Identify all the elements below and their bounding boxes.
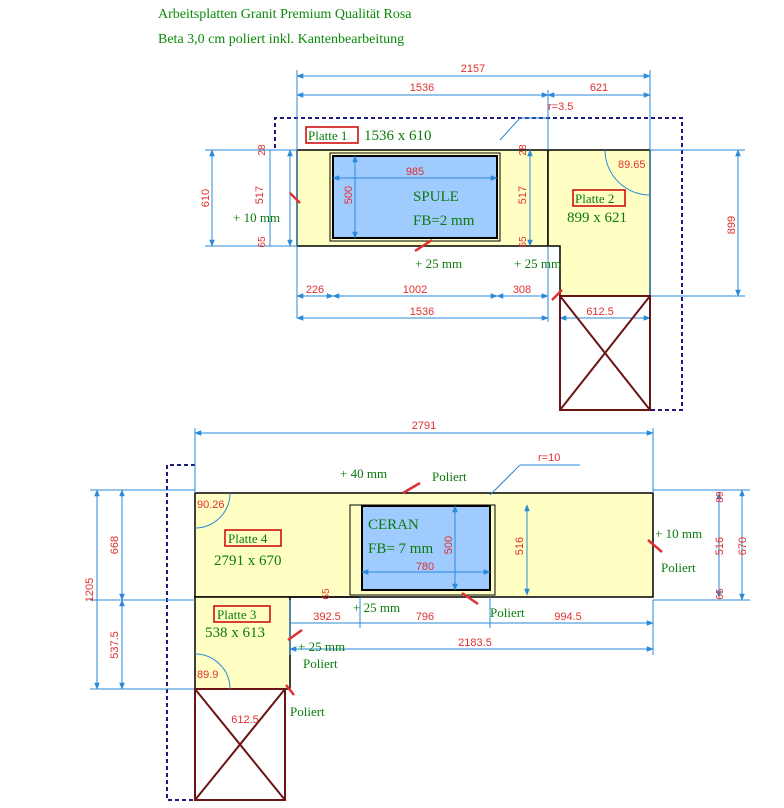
dim-65-right-bottom: 65 — [715, 588, 726, 600]
note-front-bottom: + 25 mm — [353, 600, 400, 615]
dim-500-ceran: 500 — [443, 536, 455, 554]
dim-612-5-bottom: 612.5 — [231, 714, 259, 726]
dim-65-right: 65 — [518, 236, 529, 248]
plate-1-label-box — [305, 126, 359, 144]
plate-3-label: Platte 3 — [217, 607, 256, 622]
dim-radius-10: r=10 — [538, 452, 560, 464]
dim-668: 668 — [109, 536, 121, 554]
dim-985: 985 — [406, 166, 424, 178]
sink-name: SPULE — [413, 189, 459, 205]
plate-1-label: Platte 1 — [308, 128, 347, 143]
ceran-name: CERAN — [368, 517, 419, 533]
note-left-edge-top: + 10 mm — [233, 210, 280, 225]
dim-517-left: 517 — [254, 186, 266, 204]
wall-outline-top — [274, 117, 683, 411]
note-poliert-right: Poliert — [661, 560, 696, 575]
dim-516-inner: 516 — [514, 537, 526, 555]
dim-1205: 1205 — [84, 578, 96, 602]
note-front-2: + 25 mm — [514, 256, 561, 271]
plate-3-shape — [194, 596, 291, 690]
wall-outline-bottom — [166, 464, 195, 801]
title-line-1: Arbeitsplatten Granit Premium Qualität R… — [158, 7, 412, 22]
dim-1536-bottom: 1536 — [410, 306, 434, 318]
cabinet-bottom — [194, 688, 286, 801]
dim-1536-top: 1536 — [410, 82, 434, 94]
dim-2791: 2791 — [412, 420, 436, 432]
note-poliert-left: Poliert — [303, 656, 338, 671]
note-top-edge: + 40 mm — [340, 466, 387, 481]
dim-2183-5: 2183.5 — [458, 637, 492, 649]
dim-500-sink: 500 — [343, 186, 355, 204]
dim-angle-89-65: 89.65 — [618, 159, 646, 171]
corner-arc-top — [604, 149, 651, 196]
dim-308: 308 — [513, 284, 531, 296]
note-left-lower: + 25 mm — [298, 639, 345, 654]
dim-lines-bottom — [90, 428, 750, 690]
dim-65-left: 65 — [257, 236, 268, 248]
sink-basin — [332, 155, 498, 239]
dim-670: 670 — [737, 537, 749, 555]
plate-1-size: 1536 x 610 — [364, 128, 432, 144]
note-poliert-bottom: Poliert — [290, 704, 325, 719]
plate-2-label: Platte 2 — [575, 191, 614, 206]
ceran-glass — [361, 505, 491, 591]
dim-516-right: 516 — [714, 537, 726, 555]
dim-796: 796 — [416, 611, 434, 623]
dim-537-5: 537.5 — [109, 631, 121, 659]
dim-angle-90-26: 90.26 — [197, 499, 225, 511]
dim-65-small: 65 — [321, 588, 332, 600]
plate-3-size: 538 x 613 — [205, 625, 265, 641]
plate-2-size: 899 x 621 — [567, 210, 627, 226]
dim-1002: 1002 — [403, 284, 427, 296]
note-front-1: + 25 mm — [415, 256, 462, 271]
plate-4-label: Platte 4 — [228, 531, 268, 546]
sink-fb: FB=2 mm — [413, 213, 475, 229]
cabinet-top — [559, 295, 651, 411]
plate-4-size: 2791 x 670 — [214, 553, 282, 569]
dim-994-5: 994.5 — [554, 611, 582, 623]
corner-arc-bottom-lower — [194, 653, 231, 690]
dim-89-right: 89 — [715, 491, 726, 503]
dim-392-5: 392.5 — [313, 611, 341, 623]
plate-4-label-box — [224, 529, 282, 547]
dim-28-left: 28 — [257, 144, 268, 156]
note-right-edge: + 10 mm — [655, 526, 702, 541]
sink-outline — [329, 152, 501, 242]
edge-markers-bottom — [285, 481, 663, 696]
ceran-fb: FB= 7 mm — [368, 541, 433, 557]
dim-899: 899 — [726, 216, 738, 234]
dim-517-right: 517 — [517, 186, 529, 204]
dim-780: 780 — [416, 561, 434, 573]
dim-radius-3-5: r=3.5 — [548, 101, 573, 113]
dim-226: 226 — [306, 284, 324, 296]
note-poliert-front: Poliert — [490, 605, 525, 620]
dim-28-right: 28 — [518, 144, 529, 156]
plate-2-label-box — [572, 189, 626, 207]
dim-lines-top — [205, 70, 745, 322]
dim-2157: 2157 — [461, 63, 485, 75]
plate-3-label-box — [213, 605, 271, 623]
title-line-2: Beta 3,0 cm poliert inkl. Kantenbearbeit… — [158, 32, 405, 47]
dim-612-5-top: 612.5 — [586, 306, 614, 318]
dim-621: 621 — [590, 82, 608, 94]
dim-610: 610 — [200, 189, 212, 207]
dim-angle-89-9: 89.9 — [197, 669, 218, 681]
corner-arc-bottom-upper — [194, 492, 231, 529]
note-poliert-top: Poliert — [432, 469, 467, 484]
edge-markers-top — [289, 192, 563, 301]
